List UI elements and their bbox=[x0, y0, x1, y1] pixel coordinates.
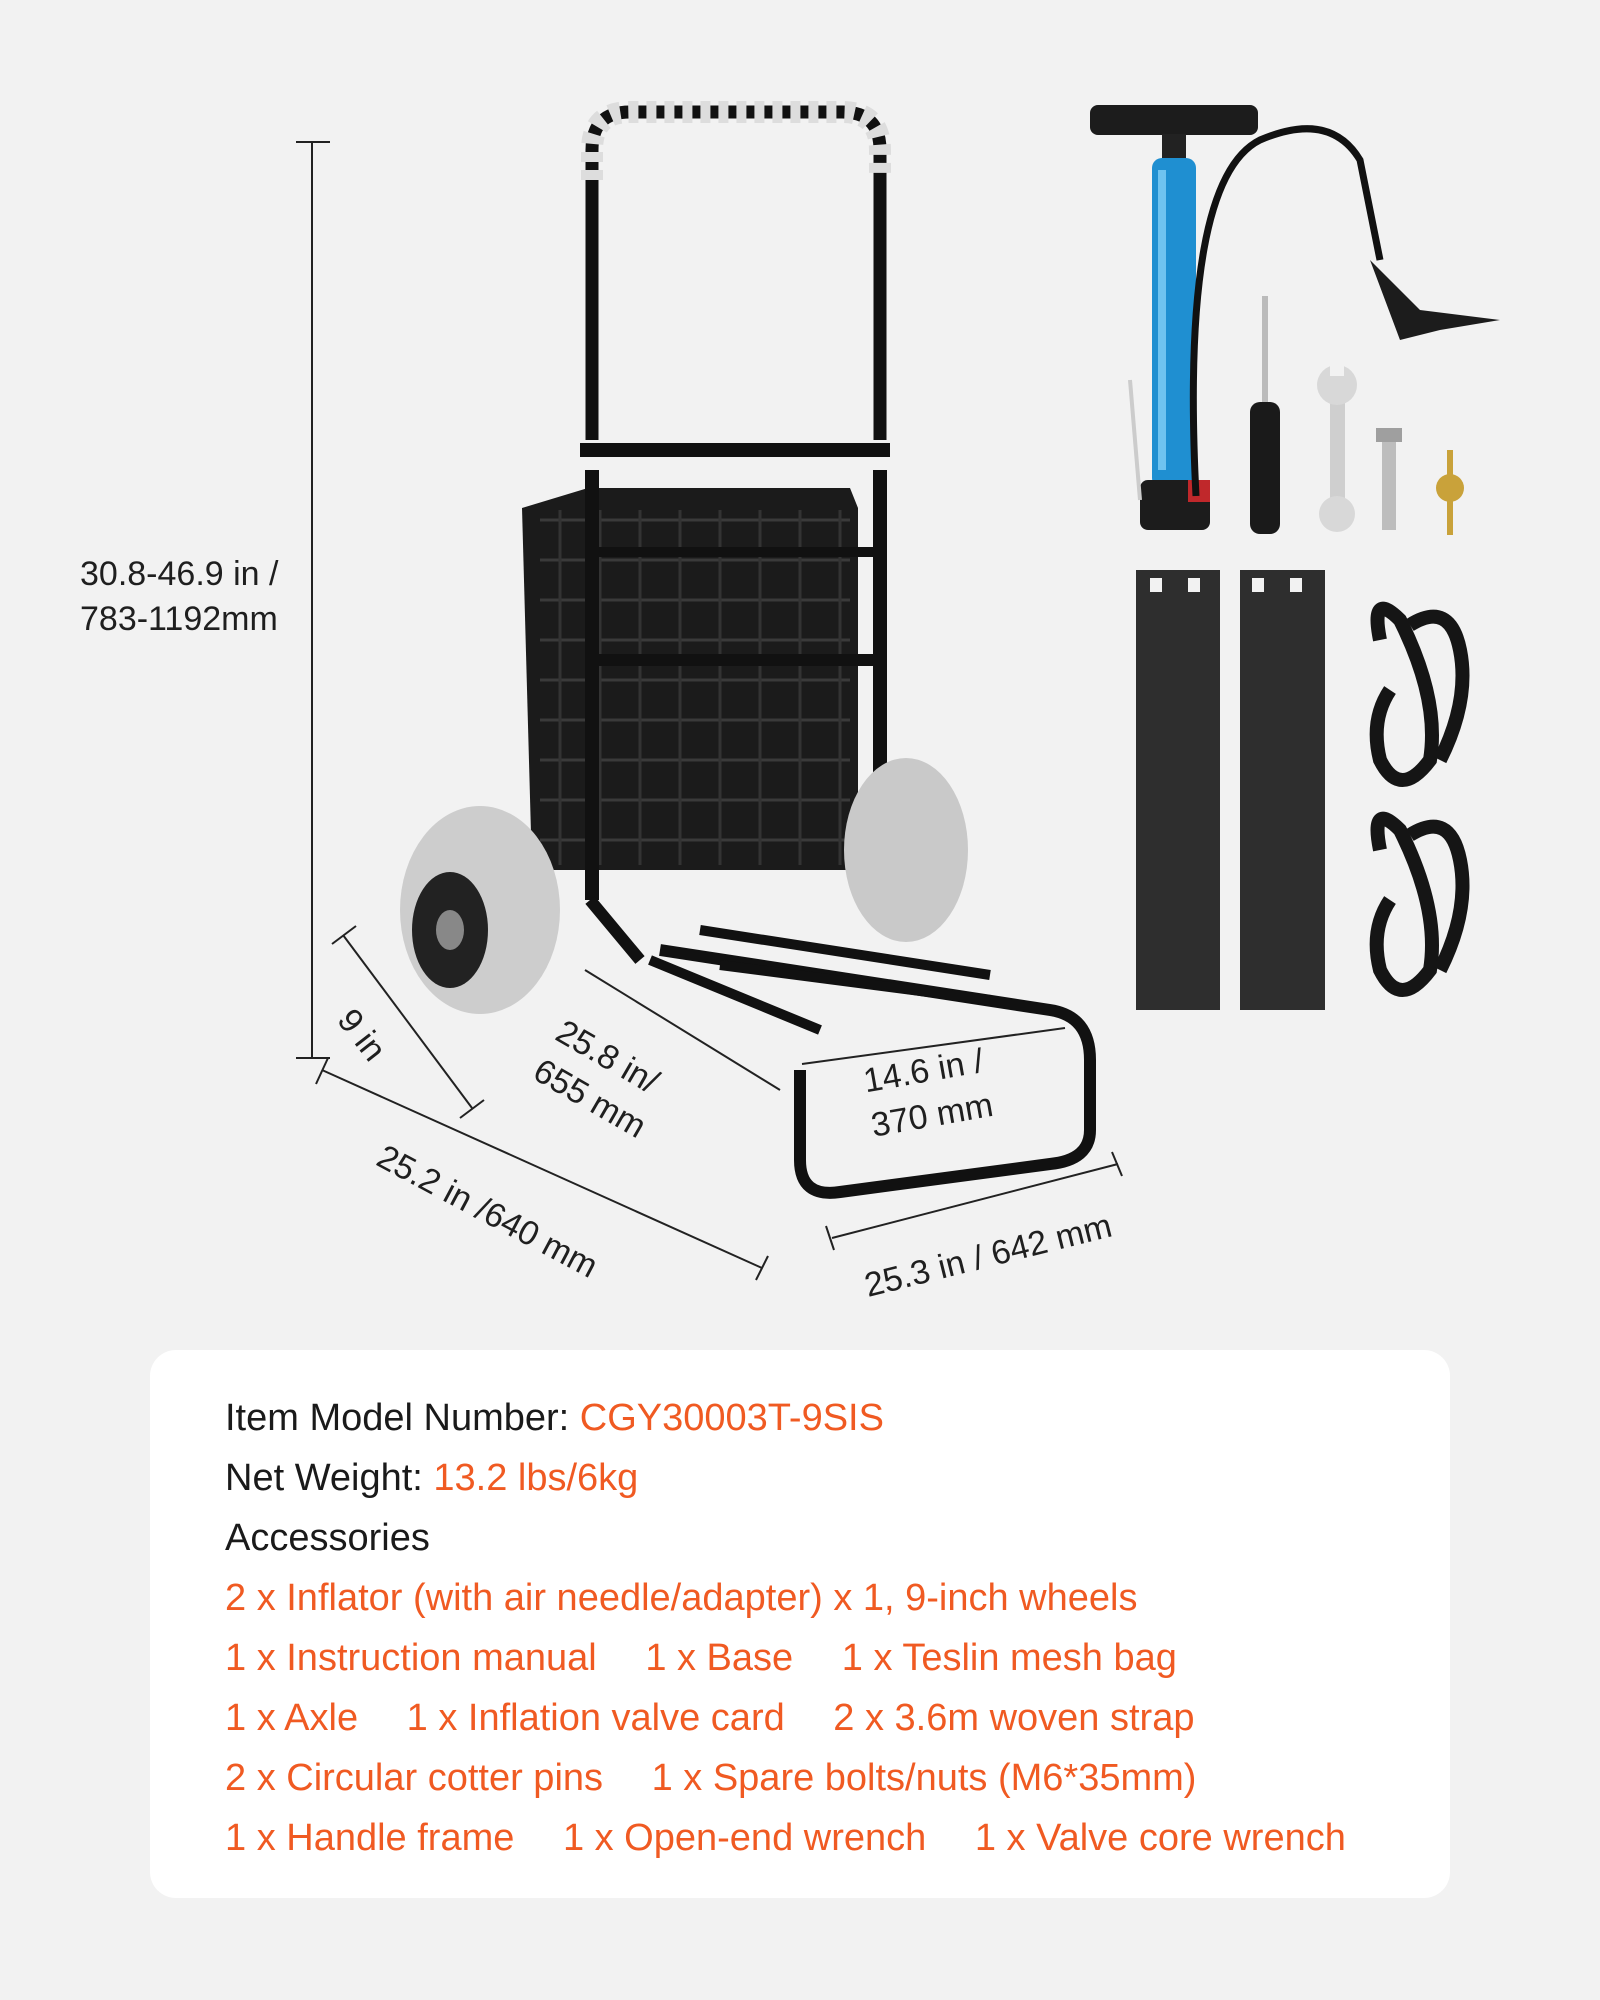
net-weight-row: Net Weight: 13.2 lbs/6kg bbox=[225, 1448, 1346, 1508]
spec-list: Item Model Number: CGY30003T-9SIS Net We… bbox=[225, 1388, 1346, 1868]
model-number-label: Item Model Number: bbox=[225, 1397, 580, 1439]
accessory-row: 1 x Instruction manual 1 x Base 1 x Tesl… bbox=[225, 1628, 1346, 1688]
accessory-item: 1 x Open-end wrench bbox=[562, 1817, 927, 1859]
model-number-value: CGY30003T-9SIS bbox=[579, 1397, 884, 1439]
base-length-dimension-line bbox=[584, 969, 781, 1091]
accessory-item: 1 x Axle bbox=[225, 1697, 359, 1739]
model-number-row: Item Model Number: CGY30003T-9SIS bbox=[225, 1388, 1346, 1448]
height-dimension-mm: 783-1192mm bbox=[80, 599, 278, 638]
net-weight-label: Net Weight: bbox=[225, 1457, 434, 1499]
accessory-row: 2 x Inflator (with air needle/adapter) x… bbox=[225, 1568, 1346, 1628]
screwdriver-icon bbox=[1250, 296, 1280, 534]
accessory-row: 1 x Axle 1 x Inflation valve card 2 x 3.… bbox=[225, 1688, 1346, 1748]
accessory-item: 1 x Instruction manual bbox=[225, 1637, 597, 1679]
base-plate-icon bbox=[1136, 570, 1325, 1010]
height-dimension-inches: 30.8-46.9 in / bbox=[80, 555, 279, 593]
depth-dimension-line bbox=[331, 925, 485, 1119]
beach-cart-icon bbox=[400, 101, 1096, 1199]
accessories-heading-row: Accessories bbox=[225, 1508, 1346, 1568]
accessory-item: 2 x 3.6m woven strap bbox=[833, 1697, 1195, 1739]
overall-side-dimension-line bbox=[315, 1057, 769, 1281]
product-illustration: 30.8-46.9 in / 783-1192mm 9 in 25.8 in/ … bbox=[80, 101, 1500, 1305]
overall-front-dimension-line bbox=[825, 1151, 1123, 1251]
accessory-item: 2 x Inflator (with air needle/adapter) x… bbox=[225, 1577, 1138, 1619]
base-width-dimension-line bbox=[801, 1027, 1066, 1065]
product-drawing bbox=[296, 101, 1500, 1281]
accessory-item: 1 x Spare bolts/nuts (M6*35mm) bbox=[651, 1757, 1197, 1799]
height-dimension-line bbox=[296, 141, 330, 1059]
accessory-row: 1 x Handle frame 1 x Open-end wrench 1 x… bbox=[225, 1808, 1346, 1868]
spare-bolt-icon bbox=[1376, 428, 1402, 530]
height-dimension-label: 30.8-46.9 in / 783-1192mm bbox=[80, 552, 278, 642]
accessory-item: 1 x Handle frame bbox=[225, 1817, 515, 1859]
accessory-item: 1 x Base bbox=[645, 1637, 794, 1679]
accessory-item: 1 x Valve core wrench bbox=[974, 1817, 1346, 1859]
open-end-wrench-icon bbox=[1317, 360, 1357, 532]
accessory-item: 1 x Teslin mesh bag bbox=[841, 1637, 1177, 1679]
valve-core-wrench-icon bbox=[1436, 450, 1464, 535]
accessory-row: 2 x Circular cotter pins 1 x Spare bolts… bbox=[225, 1748, 1346, 1808]
accessory-item: 1 x Inflation valve card bbox=[406, 1697, 785, 1739]
net-weight-value: 13.2 lbs/6kg bbox=[433, 1457, 639, 1499]
accessories-heading: Accessories bbox=[225, 1517, 430, 1559]
air-pump-icon bbox=[1090, 105, 1500, 530]
woven-strap-icon bbox=[1369, 601, 1470, 997]
spec-card: Item Model Number: CGY30003T-9SIS Net We… bbox=[150, 1350, 1450, 1898]
accessory-item: 2 x Circular cotter pins bbox=[225, 1757, 604, 1799]
